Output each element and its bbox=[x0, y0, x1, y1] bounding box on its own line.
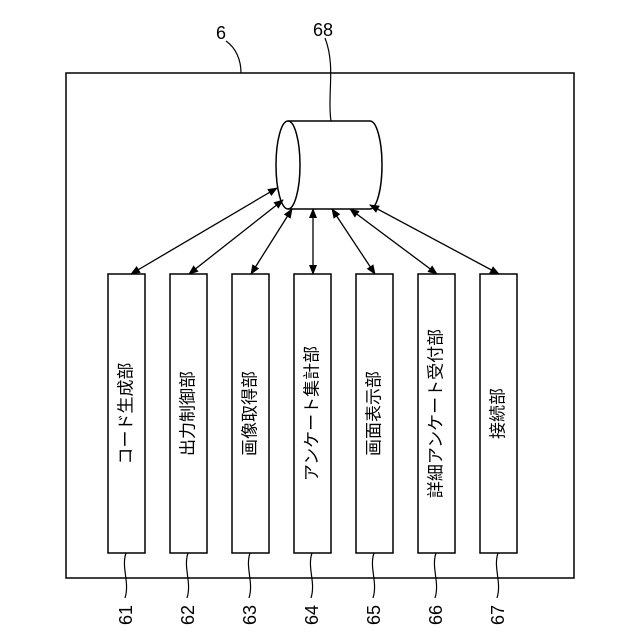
storage-cylinder bbox=[276, 121, 382, 209]
leader-65 bbox=[372, 553, 374, 598]
unit-ref-64: 64 bbox=[302, 605, 322, 625]
unit-label: アンケート集計部 bbox=[303, 346, 323, 481]
connector-66 bbox=[350, 209, 437, 274]
connector-65 bbox=[332, 209, 375, 274]
device-ref: 6 bbox=[216, 23, 226, 43]
leader-61 bbox=[124, 553, 126, 598]
leader-66 bbox=[434, 553, 436, 598]
connector-62 bbox=[189, 200, 283, 274]
reference-leaders bbox=[124, 553, 498, 598]
unit-64: アンケート集計部 bbox=[294, 274, 331, 553]
unit-65: 画面表示部 bbox=[356, 274, 393, 553]
leader-63 bbox=[248, 553, 250, 598]
unit-63: 画像取得部 bbox=[232, 274, 269, 553]
unit-ref-65: 65 bbox=[364, 605, 384, 625]
unit-label: 画像取得部 bbox=[241, 371, 261, 456]
unit-62: 出力制御部 bbox=[170, 274, 207, 553]
leader-64 bbox=[310, 553, 312, 598]
storage-ref: 68 bbox=[313, 20, 333, 40]
connector-67 bbox=[370, 205, 499, 274]
unit-label: 出力制御部 bbox=[179, 371, 199, 456]
unit-ref-66: 66 bbox=[426, 605, 446, 625]
storage-leader-line bbox=[325, 38, 331, 121]
unit-ref-63: 63 bbox=[240, 605, 260, 625]
unit-ref-62: 62 bbox=[178, 605, 198, 625]
unit-label: 接続部 bbox=[489, 388, 509, 439]
unit-label: 詳細アンケート受付部 bbox=[427, 329, 447, 498]
unit-ref-67: 67 bbox=[488, 605, 508, 625]
unit-67: 接続部 bbox=[480, 274, 517, 553]
unit-66: 詳細アンケート受付部 bbox=[418, 274, 455, 553]
connector-61 bbox=[131, 188, 277, 274]
device-leader-line bbox=[226, 41, 241, 73]
unit-label: コード生成部 bbox=[117, 363, 137, 465]
unit-61: コード生成部 bbox=[108, 274, 145, 553]
unit-ref-61: 61 bbox=[116, 605, 136, 625]
connector-63 bbox=[251, 209, 292, 274]
leader-67 bbox=[496, 553, 498, 598]
unit-label: 画面表示部 bbox=[365, 371, 385, 456]
leader-62 bbox=[186, 553, 188, 598]
